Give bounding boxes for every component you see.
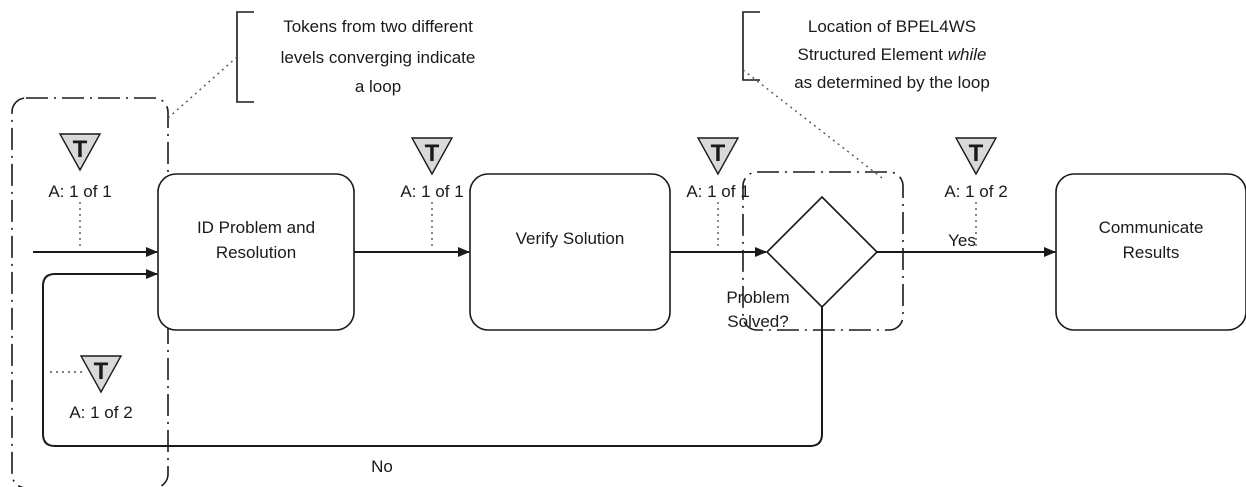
token-loop-letter: T	[94, 358, 109, 385]
token-start-label: A: 1 of 1	[48, 182, 111, 201]
token-loop: T A: 1 of 2	[50, 355, 133, 422]
token-start-triangle-icon	[58, 133, 102, 172]
location-note-line-2: Structured Element while	[798, 45, 987, 64]
flow-no-loop-back	[42, 269, 823, 447]
token-after-verify-triangle-icon	[696, 137, 740, 176]
token-after-id: T A: 1 of 1	[400, 137, 464, 250]
loop-note-line-2: levels converging indicate	[281, 48, 476, 67]
location-note-bracket	[742, 11, 760, 81]
token-after-id-label: A: 1 of 1	[400, 182, 463, 201]
yes-label: Yes	[948, 231, 976, 250]
task-verify-label: Verify Solution	[516, 229, 625, 248]
loop-note-line-3: a loop	[355, 77, 401, 96]
token-yes: T A: 1 of 2	[944, 137, 1008, 250]
task-communicate-box	[1055, 173, 1246, 331]
task-id-problem-label-1: ID Problem and	[197, 218, 315, 237]
token-start-letter: T	[73, 136, 88, 163]
loop-note-connector	[167, 56, 238, 119]
location-note-line-2-italic: while	[948, 45, 987, 64]
loop-region-boundary	[11, 97, 169, 487]
token-after-verify-letter: T	[711, 140, 726, 167]
token-after-id-letter: T	[425, 140, 440, 167]
gateway-label-1: Problem	[726, 288, 789, 307]
gateway-label-2: Solved?	[727, 312, 788, 331]
location-note-line-2-prefix: Structured Element	[798, 45, 948, 64]
location-note-line-3: as determined by the loop	[794, 73, 990, 92]
token-yes-label: A: 1 of 2	[944, 182, 1007, 201]
token-after-verify-label: A: 1 of 1	[686, 182, 749, 201]
loop-note-line-1: Tokens from two different	[283, 17, 473, 36]
location-note-line-1: Location of BPEL4WS	[808, 17, 976, 36]
task-verify-box	[469, 173, 671, 331]
token-yes-triangle-icon	[954, 137, 998, 176]
task-id-problem-label-2: Resolution	[216, 243, 296, 262]
token-yes-letter: T	[969, 140, 984, 167]
task-id-problem-box	[157, 173, 355, 331]
loop-note-bracket	[236, 11, 254, 103]
token-after-verify: T A: 1 of 1	[686, 137, 750, 250]
token-loop-triangle-icon	[79, 355, 123, 394]
token-loop-label: A: 1 of 2	[69, 403, 132, 422]
token-after-id-triangle-icon	[410, 137, 454, 176]
token-start: T A: 1 of 1	[48, 133, 112, 250]
gateway-diamond	[765, 195, 879, 309]
task-communicate-label-2: Results	[1123, 243, 1180, 262]
task-communicate-label-1: Communicate	[1099, 218, 1204, 237]
no-label: No	[371, 457, 393, 476]
